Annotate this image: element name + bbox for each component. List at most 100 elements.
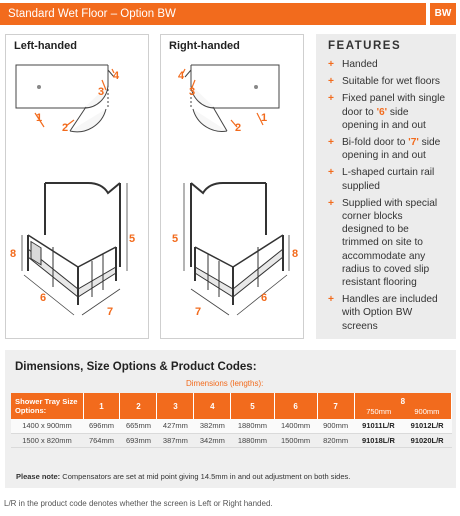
feature-item: + Handed [328,58,446,71]
note-text: Compensators are set at mid point giving… [60,472,351,481]
dimensions-subtitle: Dimensions (lengths): [186,379,264,388]
table-header-row: Shower Tray Size Options: 1 2 3 4 5 6 7 … [11,393,453,419]
column-8-sub-750: 750mm [366,406,392,416]
plus-icon: + [328,76,334,88]
column-header: 3 [156,393,195,419]
right-diagram-label-8: 8 [292,248,298,260]
dimension-cell: 900mm [317,419,355,434]
page-title: Standard Wet Floor – Option BW [0,3,426,25]
dimensions-section: Dimensions, Size Options & Product Codes… [5,350,456,488]
feature-text: Fixed panel with single door to [342,93,446,118]
right-handed-panel: Right-handed 1 2 3 4 [160,34,304,339]
feature-text: side opening in and out [342,106,426,131]
dimension-cell: 427mm [156,419,194,434]
size-cell: 1400 x 900mm [11,419,83,434]
column-header-8: 8 750mm 900mm [354,393,453,419]
feature-item: + Handles are included with Option BW scr… [328,293,446,333]
product-code-cell: 91018L/R [354,433,403,448]
features-panel: FEATURES + Handed + Suitable for wet floor… [316,34,456,339]
dimension-cell: 1880mm [230,419,274,434]
left-plan-label-4: 4 [113,70,120,82]
left-plan-label-2: 2 [62,122,68,134]
feature-text: Handles are included with Option BW scre… [342,294,438,332]
table-row: 1400 x 900mm 696mm 665mm 427mm 382mm 188… [11,419,452,434]
left-plan-view [15,64,115,133]
column-8-label: 8 [400,396,406,406]
note-label: Please note: [16,472,61,481]
right-diagram-label-6: 6 [261,292,267,304]
right-plan-label-4: 4 [178,70,185,82]
right-plan-label-3: 3 [189,86,195,98]
dimension-cell: 1400mm [274,419,318,434]
features-heading: FEATURES [328,40,402,52]
dimensions-table: Shower Tray Size Options: 1 2 3 4 5 6 7 … [11,393,453,448]
footer-note: L/R in the product code denotes whether … [4,499,273,508]
plus-icon: + [328,93,334,105]
plus-icon: + [328,137,334,149]
right-handed-title: Right-handed [169,40,240,52]
dimension-cell: 342mm [193,433,231,448]
column-header: 6 [274,393,318,419]
feature-text: Handed [342,59,378,70]
dimension-cell: 764mm [83,433,120,448]
column-header: 5 [230,393,275,419]
feature-item: + Suitable for wet floors [328,75,446,88]
product-code-cell: 91012L/R [402,419,452,434]
product-code-cell: 91020L/R [402,433,452,448]
left-diagram-label-5: 5 [129,233,135,245]
feature-text: Supplied with special corner blocks desi… [342,197,438,289]
right-diagram-label-7: 7 [195,306,201,318]
compensator-note: Please note: Compensators are set at mid… [16,472,350,481]
option-badge: BW [430,3,456,25]
feature-highlight: '6' [376,106,388,118]
left-plan-label-1: 1 [36,112,42,124]
dimension-cell: 1500mm [274,433,318,448]
left-handed-panel: Left-handed 1 2 3 4 [5,34,149,339]
dimension-cell: 382mm [193,419,231,434]
right-handed-diagram: 1 2 3 4 5 6 7 8 [172,64,298,318]
left-plan-label-3: 3 [98,86,104,98]
column-8-sub-900: 900mm [414,406,440,416]
feature-text: side opening in and out [342,137,441,162]
dimensions-title: Dimensions, Size Options & Product Codes… [15,361,257,373]
dimension-cell: 696mm [83,419,120,434]
column-header: 1 [83,393,121,419]
feature-highlight: '7' [408,137,419,149]
right-plan-view [184,64,280,132]
feature-text: Bi-fold door to [342,137,409,149]
left-diagram-label-7: 7 [107,306,113,318]
right-diagram-label-5: 5 [172,233,178,245]
plus-icon: + [328,167,334,179]
plus-icon: + [328,59,334,70]
feature-item: + Bi-fold door to '7' side opening in and… [328,136,446,162]
left-diagram-label-6: 6 [40,292,46,304]
right-plan-label-2: 2 [235,122,241,134]
product-code-cell: 91011L/R [354,419,403,434]
column-header: 2 [119,393,158,419]
size-options-header: Shower Tray Size Options: [11,393,84,419]
left-diagram-label-8: 8 [10,248,16,260]
feature-text: L-shaped curtain rail supplied [342,167,435,192]
plus-icon: + [328,197,334,209]
dimension-cell: 1880mm [230,433,274,448]
column-header: 4 [193,393,232,419]
dimension-cell: 387mm [156,433,194,448]
features-list: + Handed + Suitable for wet floors + Fixed … [328,58,446,333]
left-handed-title: Left-handed [14,40,77,52]
column-header: 7 [317,393,355,419]
feature-item: + Fixed panel with single door to '6' sid… [328,92,446,132]
feature-item: + Supplied with special corner blocks des… [328,197,446,289]
header: Standard Wet Floor – Option BW BW [0,0,460,28]
dimension-cell: 665mm [119,419,157,434]
right-plan-label-1: 1 [261,112,267,124]
feature-text: Suitable for wet floors [342,76,440,88]
size-cell: 1500 x 820mm [11,433,83,448]
right-3d-view [190,182,284,305]
feature-item: + L-shaped curtain rail supplied [328,166,446,192]
dimension-cell: 693mm [119,433,157,448]
left-3d-view [27,182,121,305]
column-8-subheaders: 750mm 900mm [355,407,451,416]
plus-icon: + [328,294,334,306]
table-row: 1500 x 820mm 764mm 693mm 387mm 342mm 188… [11,433,452,448]
dimension-cell: 820mm [317,433,355,448]
